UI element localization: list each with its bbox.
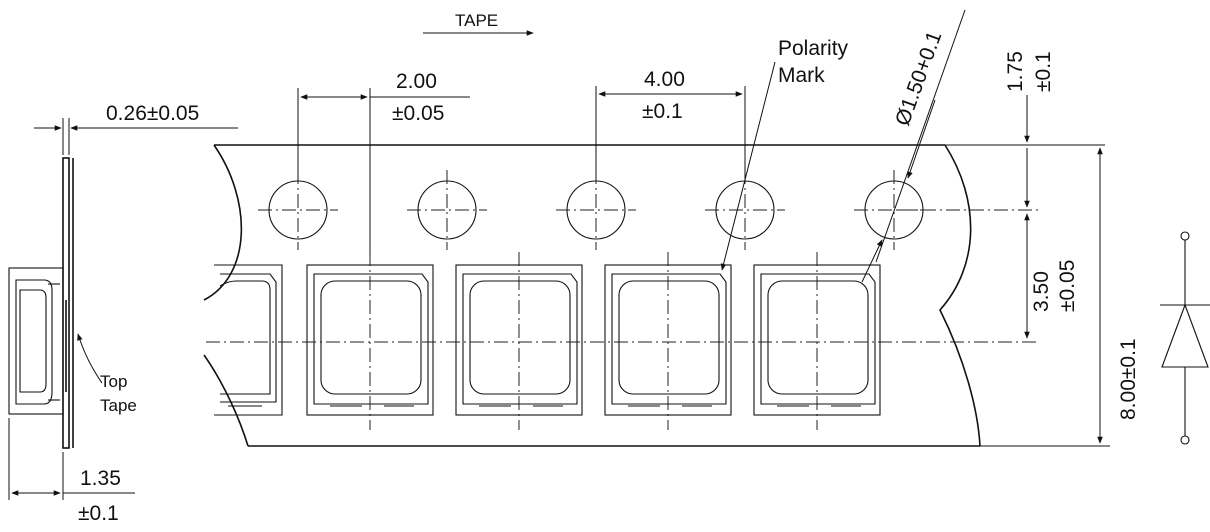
sprocket-holes [258, 170, 934, 250]
dimension-hole-to-pocket [297, 88, 470, 255]
top-tape-leader [77, 333, 103, 384]
hole-diameter-label: Ø1.50+0.1 [891, 28, 946, 129]
sprocket-hole [705, 170, 785, 250]
diode-symbol [1160, 231, 1210, 445]
pocket-pitch-tolerance: ±0.1 [642, 100, 683, 123]
dimension-tape-width [980, 147, 1110, 447]
sprocket-hole [407, 170, 487, 250]
sprocket-hole [258, 170, 338, 250]
depth-value: 1.35 [80, 467, 121, 490]
edge-tolerance: ±0.1 [1032, 51, 1055, 92]
dimension-tape-thickness [34, 118, 238, 155]
pocket-pitch-value: 4.00 [644, 68, 685, 91]
pocket [214, 264, 283, 416]
dimension-pocket-pitch [595, 86, 746, 180]
pocket [753, 252, 881, 430]
thickness-label: 0.26±0.05 [106, 102, 199, 125]
tape-direction-label: TAPE [455, 11, 498, 30]
polarity-label-line2: Mark [778, 64, 825, 87]
sprocket-hole [556, 170, 636, 250]
tape-side-view [8, 157, 74, 449]
dimension-pocket-depth [8, 418, 135, 500]
top-tape-label-line2: Tape [100, 396, 137, 415]
polarity-label-line1: Polarity [778, 37, 849, 60]
polarity-leader [720, 61, 776, 271]
edge-value: 1.75 [1004, 51, 1027, 92]
pocket [604, 252, 732, 430]
center-tolerance: ±0.05 [1056, 260, 1079, 312]
dimension-edge-to-hole [945, 95, 1105, 208]
tape-width-label: 8.00±0.1 [1117, 338, 1140, 420]
pocket [306, 252, 434, 430]
pocket [455, 252, 583, 430]
hole-diameter-leader [861, 9, 966, 283]
top-tape-label-line1: Top [100, 372, 127, 391]
component-pockets [214, 252, 881, 430]
center-value: 3.50 [1030, 271, 1053, 312]
pitch-tolerance: ±0.05 [392, 102, 444, 125]
depth-tolerance: ±0.1 [78, 502, 119, 525]
carrier-tape-outline [203, 144, 981, 447]
pitch-value: 2.00 [396, 70, 437, 93]
